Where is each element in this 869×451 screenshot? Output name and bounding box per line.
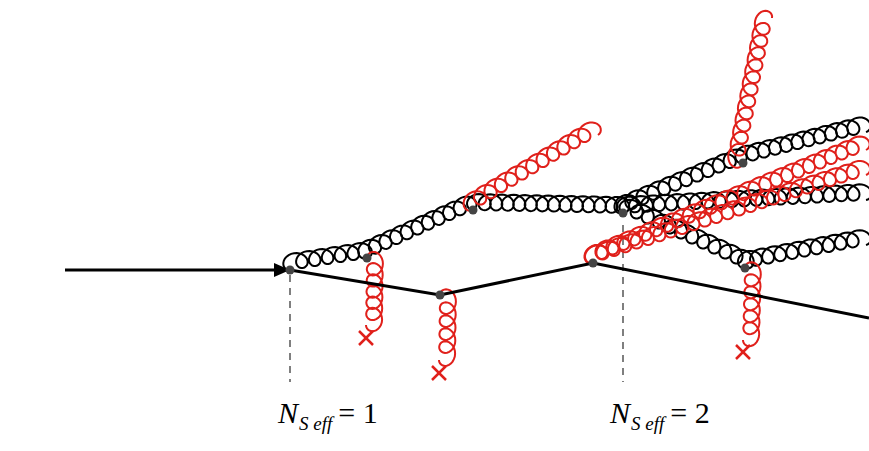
radiated-gluon	[467, 194, 629, 213]
x-mark	[432, 366, 446, 380]
label-text: N	[610, 396, 630, 429]
vertex-dot	[739, 159, 748, 168]
scattering-gluon	[743, 262, 761, 346]
vertex-dots	[286, 159, 750, 300]
dashed-line	[289, 275, 291, 382]
vertex-dot	[589, 259, 598, 268]
quark-line	[65, 263, 869, 318]
label-text: = 1	[338, 396, 377, 429]
scattering-gluon	[366, 252, 383, 331]
dashed-line	[622, 225, 624, 382]
vertex-dot	[469, 206, 478, 215]
scattering-gluon	[464, 122, 601, 210]
label-text: N	[278, 396, 298, 429]
subscript: S eff	[299, 413, 332, 434]
radiated-gluon	[358, 197, 476, 259]
vertex-dot	[619, 209, 628, 218]
vertex-dot	[363, 254, 372, 263]
scattering-gluon	[439, 289, 456, 366]
vertex-dot	[436, 291, 445, 300]
x-mark	[736, 345, 750, 359]
x-marks	[359, 331, 750, 380]
vertex-dot	[286, 266, 295, 275]
subscript: S eff	[631, 413, 664, 434]
x-mark	[359, 331, 373, 345]
scattering-gluon	[585, 136, 869, 263]
count-label: NS eff = 1	[278, 396, 378, 435]
x-mark	[736, 345, 750, 359]
x-mark	[432, 366, 446, 380]
gluon-group	[283, 11, 869, 366]
scattering-gluon	[728, 11, 772, 168]
label-text: = 2	[670, 396, 709, 429]
radiated-gluon	[738, 230, 869, 268]
quark-path	[65, 263, 869, 318]
scattering-gluon	[585, 161, 869, 263]
x-mark	[359, 331, 373, 345]
count-label: NS eff = 2	[610, 396, 710, 435]
vertex-dot	[741, 264, 750, 273]
